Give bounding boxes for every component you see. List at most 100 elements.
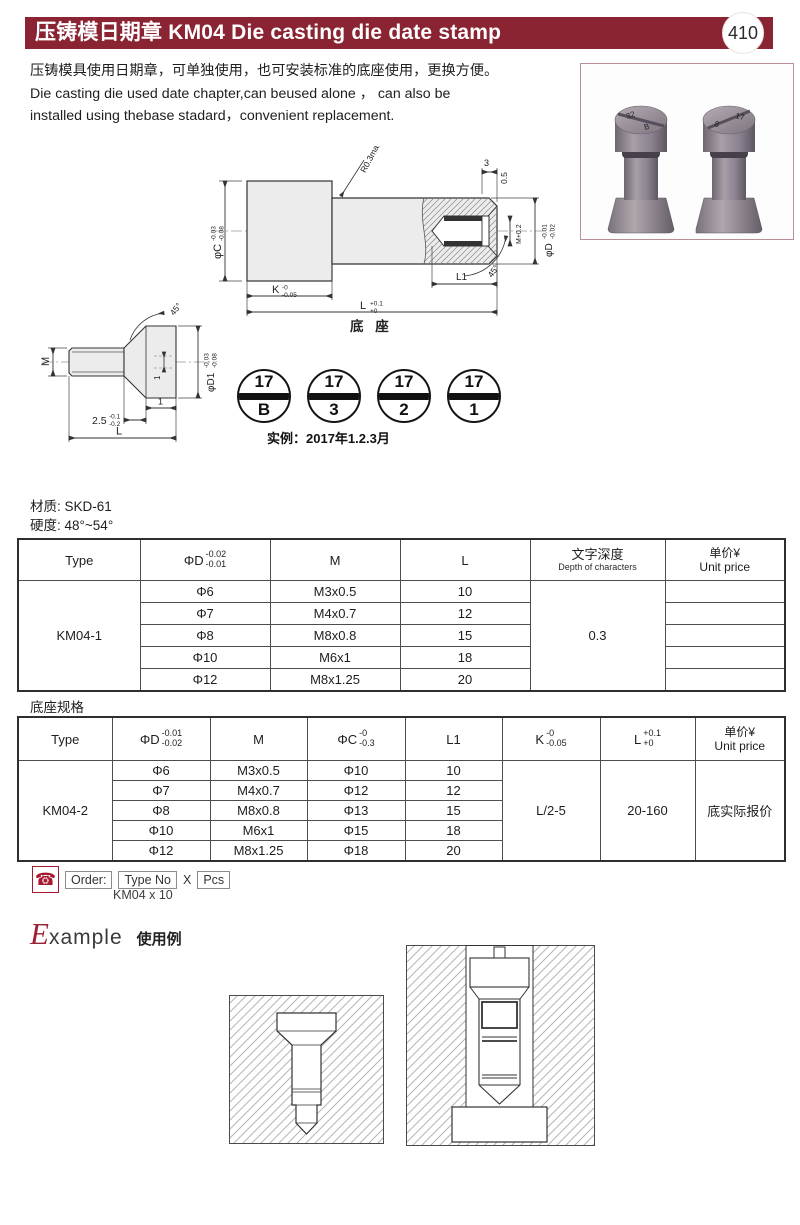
cell-thread: M4x0.7 (209, 780, 308, 801)
cell-diameter-c: Φ12 (306, 780, 406, 801)
cell-diameter-c: Φ18 (306, 840, 406, 862)
cell-thread: M6x1 (269, 646, 401, 669)
table-row: KM04-1 Φ6 M3x0.5 10 0.3 (17, 580, 786, 692)
svg-text:0.5: 0.5 (499, 172, 509, 184)
dim-3: 3 (484, 158, 489, 168)
cell-price-empty (664, 580, 786, 603)
base-head-block (246, 180, 333, 282)
example-e: E (30, 916, 49, 951)
svg-text:-0.03: -0.03 (211, 226, 218, 241)
dim-05: 0.5 (499, 172, 509, 184)
col-l: L +0.1+0 (599, 716, 696, 761)
page-header: 压铸模日期章 KM04 Die casting die date stamp (25, 17, 773, 49)
cell-diameter-d: Φ10 (111, 820, 211, 841)
year-digits: 17 (394, 371, 414, 391)
cell-diameter-d: Φ12 (111, 840, 211, 862)
cell-length: 15 (399, 624, 531, 647)
base-technical-drawing: R0.3max φC -0.03 -0.08 K -0 -0.05 L +0.1… (211, 146, 557, 334)
svg-text:8: 8 (714, 119, 721, 129)
dim-phi-c: φC -0.03 -0.08 (211, 226, 226, 259)
cell-l1: 12 (404, 780, 503, 801)
cell-price-empty (664, 602, 786, 625)
cell-l1: 15 (404, 800, 503, 821)
dim-angle: 45° (485, 263, 501, 279)
cell-price: 底实际报价 (694, 760, 786, 862)
cell-thread: M4x0.7 (269, 602, 401, 625)
slot-char: B (257, 400, 271, 420)
svg-text:-0.08: -0.08 (219, 226, 226, 241)
dim-angle: 45° (168, 301, 184, 317)
order-pcs: Pcs (197, 870, 231, 889)
cell-diameter: Φ12 (139, 668, 271, 692)
table-row: Φ10 M6x1 18 (18, 646, 786, 669)
date-stamp-face: 17 2 (377, 369, 431, 423)
cell-diameter-d: Φ8 (111, 800, 211, 821)
cell-length: 10 (399, 580, 531, 603)
svg-text:+0: +0 (370, 308, 378, 315)
material-line: 材质: SKD-61 (30, 499, 112, 514)
stamp-cavity (276, 1012, 337, 1135)
cell-type: KM04-2 (17, 760, 113, 862)
svg-text:-0.08: -0.08 (212, 353, 219, 368)
date-stamp-caption: 实例：2017年1.2.3月 (267, 431, 390, 446)
stamp-photo-left: 32 B (607, 105, 675, 234)
cell-length: 20 (399, 668, 531, 692)
example-cn: 使用例 (136, 931, 182, 948)
col-k: K -0-0.05 (501, 716, 601, 761)
dim-1-horizontal: 1 (158, 397, 163, 407)
base-caption: 底 座 (350, 318, 393, 334)
dim-25: 2.5 -0.1 -0.2 (92, 414, 121, 429)
date-stamp-face: 17 B (237, 369, 291, 423)
dim-l: L +0.1 +0 (360, 300, 383, 315)
order-times: X (183, 872, 192, 887)
cell-depth: 0.3 (529, 580, 666, 692)
intro-line-en2: installed using thebase stadard，convenie… (30, 107, 395, 124)
svg-text:+0.1: +0.1 (370, 301, 383, 308)
slot-char: 3 (329, 400, 339, 420)
page-number-badge: 410 (722, 12, 764, 54)
table-row: Φ12 M8x1.25 Φ18 20 (18, 840, 785, 862)
table-row: KM04-2 Φ6 M3x0.5 Φ10 10 L/2-5 20-160 底实际… (17, 760, 786, 862)
cell-l: 20-160 (599, 760, 696, 862)
hardness-line: 硬度: 48°~54° (30, 517, 114, 533)
cell-diameter-c: Φ15 (306, 820, 406, 841)
cell-thread: M3x0.5 (269, 580, 401, 603)
svg-text:17: 17 (735, 111, 746, 122)
col-price: 单价¥Unit price (664, 538, 786, 581)
order-example: KM04 x 10 (113, 888, 173, 902)
svg-text:-0.2: -0.2 (109, 421, 121, 428)
table-row: Φ8 M8x0.8 15 (18, 624, 786, 647)
cell-diameter: Φ7 (139, 602, 271, 625)
cell-length: 18 (399, 646, 531, 669)
cell-diameter-c: Φ10 (306, 760, 406, 781)
stamp-in-base (469, 957, 530, 1105)
col-thread: M (269, 538, 401, 581)
col-type: Type (17, 716, 113, 761)
svg-text:φD: φD (544, 243, 555, 257)
thread-band-top (444, 216, 482, 221)
slot-char: 2 (399, 400, 409, 420)
base-block (451, 1106, 548, 1143)
svg-text:1: 1 (153, 375, 162, 380)
dim-phi-d1: φD1 -0.03 -0.08 (204, 353, 219, 392)
year-digits: 17 (254, 371, 274, 391)
slot-bar (309, 392, 359, 400)
cell-price-empty (664, 624, 786, 647)
table-row: Φ10 M6x1 Φ15 18 (18, 820, 785, 841)
base-spec-label: 底座规格 (30, 700, 84, 715)
cell-thread: M8x1.25 (269, 668, 401, 692)
col-price: 单价¥Unit price (694, 716, 786, 761)
cell-l1: 18 (404, 820, 503, 841)
r-label: R0.3max (358, 146, 383, 174)
dim-m: M (40, 357, 52, 366)
cell-thread: M3x0.5 (209, 760, 308, 781)
col-diameter-d: ΦD -0.01-0.02 (111, 716, 211, 761)
table-row: Φ12 M8x1.25 20 (18, 668, 786, 692)
cell-l1: 20 (404, 840, 503, 862)
date-stamp-faces: 17 B 17 3 17 2 17 1 (237, 369, 501, 423)
intro-line-cn: 压铸模具使用日期章，可单独使用，也可安装标准的底座使用，更换方便。 (30, 63, 499, 79)
product-photo: 32 B 8 17 (580, 63, 794, 240)
